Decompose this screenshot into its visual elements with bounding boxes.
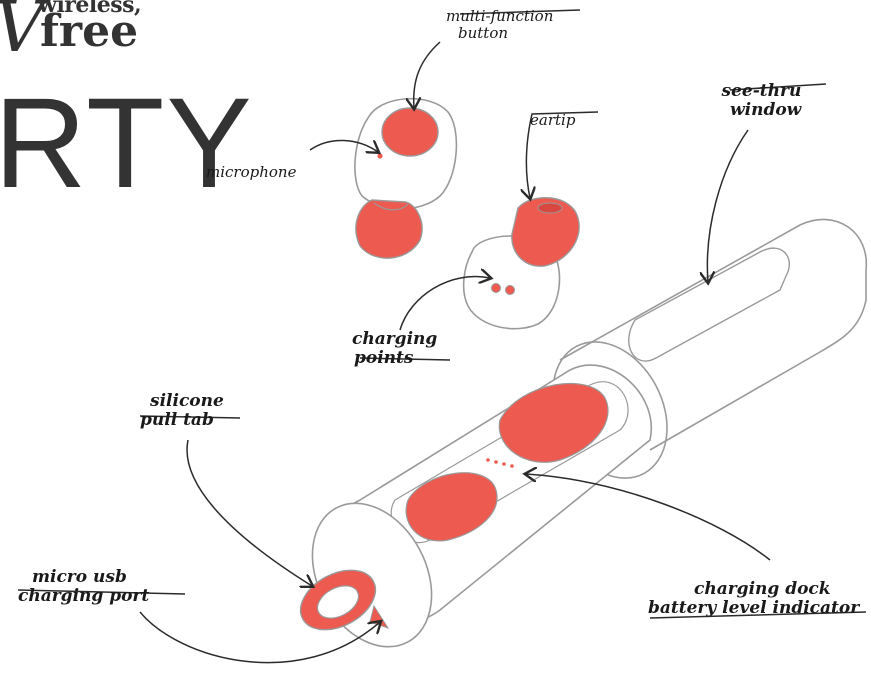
label-multi-function: multi-function button (446, 8, 553, 41)
right-eartip-shape (511, 196, 580, 267)
label-multi-function-line2: button (458, 23, 509, 42)
micro-usb-port-shape (316, 585, 360, 619)
left-eartip-shape (355, 199, 423, 259)
charging-point-2 (505, 285, 515, 295)
label-silicone-line1: silicone (150, 391, 224, 411)
see-thru-window-shape (628, 247, 790, 362)
label-silicone-line2: pull tab (140, 409, 214, 430)
label-silicone-pull-tab: silicone pull tab (140, 392, 224, 429)
label-microphone: microphone (206, 163, 297, 181)
battery-led-1 (486, 458, 490, 462)
charging-point-1 (491, 283, 501, 293)
label-charging-points: charging points (352, 330, 437, 367)
brand-wireless-text: wireless, (38, 0, 142, 18)
label-see-thru-line1: see-thru (721, 81, 802, 101)
battery-led-4 (510, 464, 514, 468)
label-micro-usb-line1: micro usb (32, 567, 127, 587)
label-see-thru-window: see-thru window (716, 81, 802, 120)
label-battery-line1: charging dock (694, 579, 831, 599)
docked-earbud-1 (498, 383, 609, 463)
label-micro-usb-line2: charging port (18, 585, 150, 606)
label-battery-line2: battery level indicator (648, 597, 860, 618)
callout-lines (17, 9, 867, 664)
brand-v-glyph: V (0, 0, 45, 62)
label-see-thru-line2: window (730, 99, 802, 120)
label-charging-points-line2: points (354, 347, 414, 368)
docked-earbud-2 (405, 472, 498, 542)
label-multi-function-line1: multi-function (446, 7, 554, 25)
earbud-left-illustration (354, 97, 458, 259)
earbud-right-illustration (462, 196, 580, 330)
charging-case-illustration (299, 218, 867, 648)
brand-title-partial: RTY (0, 72, 254, 215)
label-battery-indicator: charging dock battery level indicator (648, 580, 859, 617)
brand-free-text: free (40, 6, 139, 57)
label-micro-usb: micro usb charging port (18, 568, 149, 605)
multi-function-button-shape (381, 107, 439, 157)
label-charging-points-line1: charging (352, 329, 438, 349)
battery-led-3 (502, 462, 506, 466)
label-eartip: eartip (530, 111, 576, 129)
battery-led-2 (494, 460, 498, 464)
microphone-dot (377, 153, 383, 159)
